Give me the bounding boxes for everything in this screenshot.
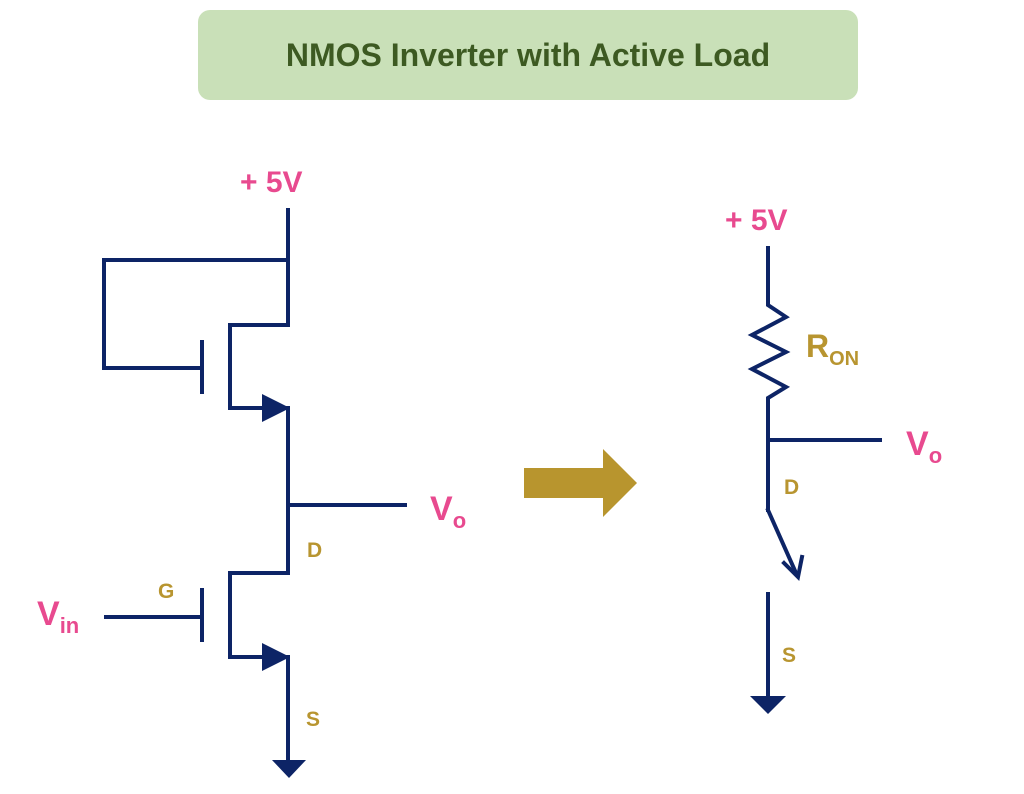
resistor-label: RON [806,328,859,370]
title-banner: NMOS Inverter with Active Load [198,10,858,100]
left-drain-label: D [307,539,322,562]
switch-arrow-icon [781,554,805,582]
driver-source-arrow [262,643,290,671]
right-ground-arrow-icon [750,696,786,714]
ground-arrow-icon [272,760,306,778]
left-output-label: Vo [430,490,466,533]
load-channel-wire [228,323,290,410]
gate-label: G [158,580,174,603]
diagram-title: NMOS Inverter with Active Load [285,36,771,73]
left-supply-label: + 5V [240,166,303,199]
driver-channel-wire [228,571,290,659]
resistor-ron [747,296,791,407]
transform-arrow-icon [524,449,637,517]
load-source-arrow [262,394,290,422]
right-circuit: + 5V RON Vo D S [725,204,942,714]
left-source-label: S [306,708,320,731]
left-circuit: + 5V Vo Vin G D S [37,166,466,778]
right-output-label: Vo [906,425,942,468]
right-supply-label: + 5V [725,204,788,237]
load-gate-tie-wire [102,258,288,370]
input-label: Vin [37,595,79,638]
right-drain-label: D [784,476,799,499]
right-source-label: S [782,644,796,667]
switch-blade [765,507,799,576]
